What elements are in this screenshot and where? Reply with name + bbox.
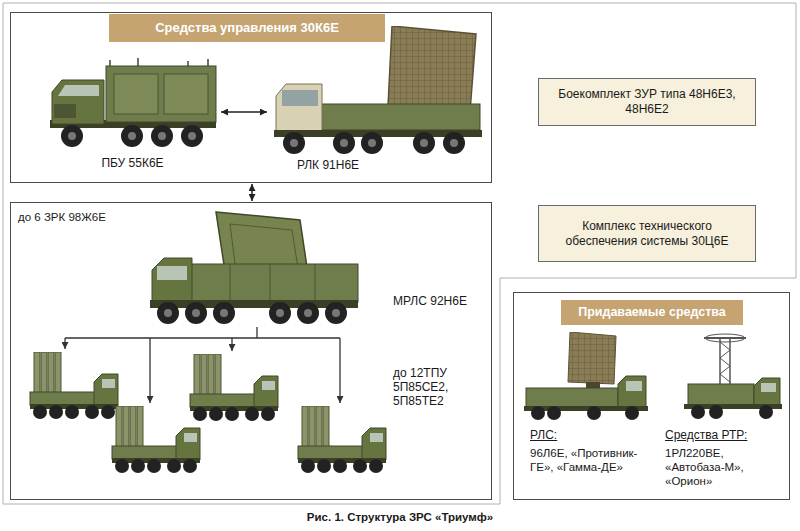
box-text: Комплекс технического обеспечения систем…: [549, 219, 745, 249]
launcher-links: [64, 338, 65, 349]
box-text: Боекомплект ЗУР типа 48Н6Е3, 48Н6Е2: [549, 87, 745, 117]
vehicle-name: МРЛС 92Н6Е: [393, 294, 467, 308]
process-box: Боекомплект ЗУР типа 48Н6Е3, 48Н6Е2: [538, 78, 756, 126]
radar-truck: [274, 26, 482, 154]
radar-truck: [150, 212, 358, 324]
double-arrow: [221, 111, 267, 113]
vehicle-caption-box: РЛК 91Н6Е: [268, 44, 478, 177]
list-text: 96Л6Е, «Противник-ГЕ», «Гамма-ДЕ»: [530, 446, 644, 474]
group-heading: до 6 ЗРК 98Ж6Е: [18, 210, 106, 224]
recon-truck: [684, 334, 782, 419]
control-group-box: Средства управления 30К6Е ПБУ 55К6Е РЛК 91…: [10, 12, 492, 183]
group-heading: Средства управления 30К6Е: [109, 14, 385, 42]
command-post-truck: [50, 58, 216, 147]
list-text: 1РЛ220ВЕ, «Автобаза-М», «Орион»: [665, 446, 779, 488]
list-heading: Средства РТР:: [665, 428, 747, 442]
launcher-links: [231, 338, 232, 351]
launcher-links: [149, 338, 150, 403]
launcher-vehicle: [30, 352, 118, 419]
radar-truck: [524, 332, 648, 420]
launcher-vehicle: [190, 354, 278, 421]
vehicle-name: РЛК 91Н6Е: [278, 158, 378, 172]
launcher-vehicle: [112, 406, 200, 473]
launcher-vehicle: [298, 406, 386, 473]
double-arrow: [251, 184, 253, 201]
group-heading: Придаваемые средства: [561, 300, 743, 325]
process-box: Комплекс технического обеспечения систем…: [538, 205, 756, 262]
figure-caption: Рис. 1. Структура ЗРС «Триумф»: [0, 510, 800, 524]
outer-frame: [3, 3, 796, 504]
vehicle-name: до 12ТПУ 5П85СЕ2, 5П85ТЕ2: [393, 366, 479, 408]
launcher-links: [339, 338, 340, 403]
list-heading: РЛС:: [530, 428, 557, 442]
vehicle-caption-box: ПБУ 55К6Е: [45, 52, 220, 177]
launcher-links: [65, 327, 340, 403]
missile-system-box: до 6 ЗРК 98Ж6Е: [10, 202, 492, 500]
vehicle-name: ПБУ 55К6Е: [45, 156, 220, 170]
launcher-links: [65, 327, 340, 338]
